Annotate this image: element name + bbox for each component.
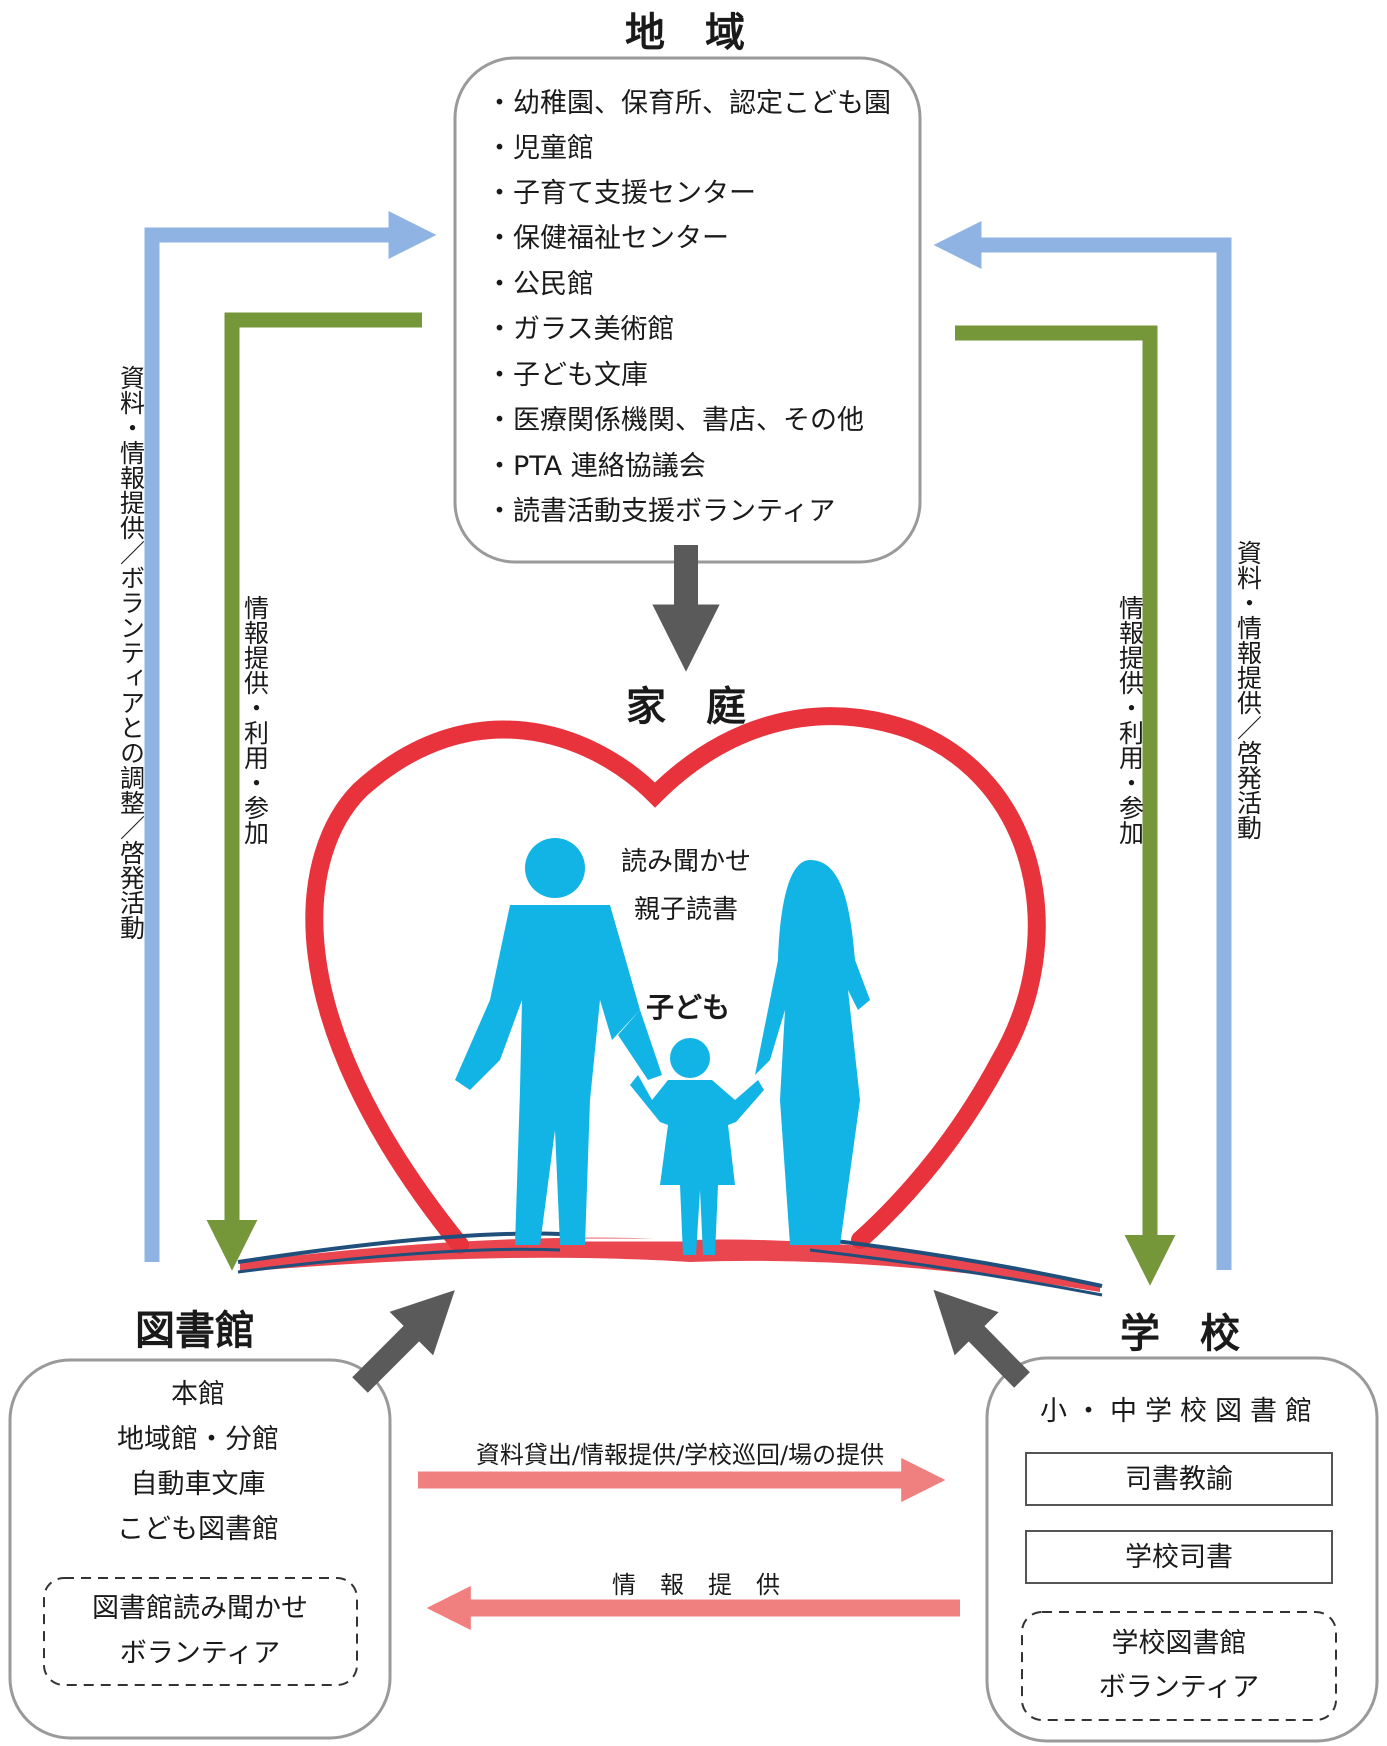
community-item: ・保健福祉センター	[486, 223, 729, 254]
school-volunteer-line-1: 学校図書館	[1112, 1628, 1247, 1659]
school-role-box	[1025, 1452, 1333, 1506]
library-to-community-arrow	[144, 210, 437, 1262]
library-volunteer-line-1: 図書館読み聞かせ	[92, 1593, 308, 1624]
school-subtitle: 小・中学校図書館	[1040, 1396, 1320, 1427]
library-item: 地域館・分館	[117, 1424, 279, 1455]
community-item: ・子育て支援センター	[486, 178, 756, 209]
mother-silhouette	[755, 860, 870, 1245]
school-heading: 学 校	[1120, 1311, 1240, 1357]
school-role-teacher-librarian: 司書教諭	[1125, 1464, 1233, 1495]
community-heading: 地 域	[625, 10, 745, 56]
library-item: 本館	[171, 1379, 225, 1410]
school-volunteer-box	[1021, 1611, 1337, 1721]
right-inner-flow-label: 情報提供・利用・参加	[1116, 595, 1145, 845]
left-outer-flow-label: 資料・情報提供／ボランティアとの調整／啓発活動	[117, 365, 146, 940]
community-item: ・読書活動支援ボランティア	[486, 496, 835, 527]
school-role-school-librarian: 学校司書	[1125, 1542, 1233, 1573]
open-book	[237, 1226, 1103, 1297]
community-to-school-arrow	[955, 325, 1176, 1286]
community-item: ・医療関係機関、書店、その他	[486, 405, 864, 436]
community-item: ・子ども文庫	[486, 360, 648, 391]
library-item: 自動車文庫	[131, 1469, 266, 1500]
family-silhouette	[455, 838, 870, 1255]
library-volunteer-line-2: ボランティア	[120, 1638, 280, 1669]
home-activity-family-reading: 親子読書	[634, 895, 738, 925]
library-to-school-label: 資料貸出/情報提供/学校巡回/場の提供	[476, 1441, 884, 1469]
library-heading: 図書館	[135, 1308, 255, 1354]
home-heading: 家 庭	[626, 684, 746, 730]
school-to-home-arrow	[933, 1289, 1030, 1388]
library-box	[8, 1358, 392, 1740]
heart-outline	[305, 707, 1046, 1254]
father-silhouette	[455, 838, 662, 1245]
right-outer-flow-label: 資料・情報提供／啓発活動	[1234, 540, 1263, 840]
community-item: ・公民館	[486, 269, 594, 300]
library-to-home-arrow	[352, 1290, 455, 1393]
home-child-label: 子ども	[646, 991, 730, 1024]
school-role-box	[1025, 1530, 1333, 1584]
child-silhouette	[630, 1038, 764, 1255]
school-to-community-arrow	[933, 220, 1232, 1270]
school-volunteer-line-2: ボランティア	[1099, 1672, 1259, 1703]
community-list: ・幼稚園、保育所、認定こども園 ・児童館 ・子育て支援センター ・保健福祉センタ…	[486, 88, 891, 527]
library-volunteer-box	[43, 1577, 358, 1686]
community-item: ・PTA 連絡協議会	[486, 451, 706, 482]
community-item: ・ガラス美術館	[486, 314, 674, 345]
home-activity-read-aloud: 読み聞かせ	[621, 847, 751, 877]
community-item: ・児童館	[486, 133, 594, 164]
community-item: ・幼稚園、保育所、認定こども園	[486, 88, 891, 119]
left-inner-flow-label: 情報提供・利用・参加	[241, 595, 270, 845]
school-to-library-label: 情 報 提 供	[612, 1571, 780, 1599]
community-to-library-arrow	[206, 312, 422, 1271]
library-item: こども図書館	[117, 1514, 279, 1545]
